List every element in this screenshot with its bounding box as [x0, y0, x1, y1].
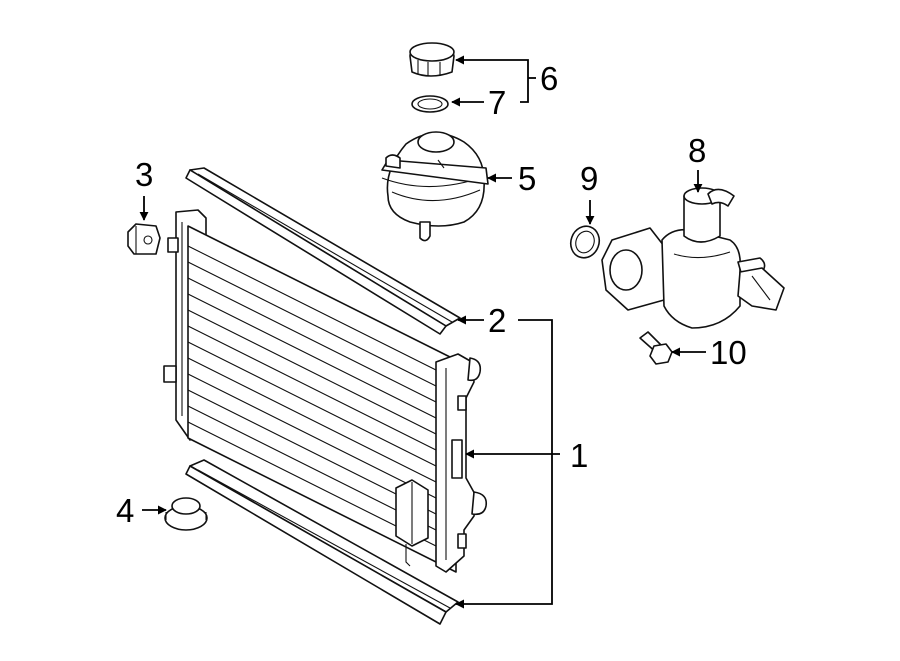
coolant-reservoir [381, 131, 489, 242]
reservoir-cap [409, 42, 455, 77]
upper-seal-strip [185, 167, 461, 335]
callout-6: 6 [540, 60, 558, 97]
callout-5: 5 [518, 160, 536, 197]
callout-8: 8 [688, 132, 706, 169]
cap-seal-ring [411, 95, 449, 113]
callout-1: 1 [570, 437, 588, 474]
housing-bolt [639, 331, 673, 365]
radiator [163, 209, 488, 573]
callout-3: 3 [135, 156, 153, 193]
lower-seal-strip [185, 459, 459, 625]
leader-lines [139, 55, 706, 609]
grommet [164, 497, 208, 531]
callout-10: 10 [710, 334, 747, 371]
callout-9: 9 [580, 160, 598, 197]
callout-labels: 1 2 3 4 5 6 7 8 9 10 [116, 60, 747, 529]
callout-4: 4 [116, 492, 134, 529]
callout-7: 7 [488, 84, 506, 121]
callout-2: 2 [488, 302, 506, 339]
thermostat-housing [601, 187, 785, 329]
thermostat-o-ring [569, 225, 601, 259]
mount-bracket [127, 223, 161, 255]
